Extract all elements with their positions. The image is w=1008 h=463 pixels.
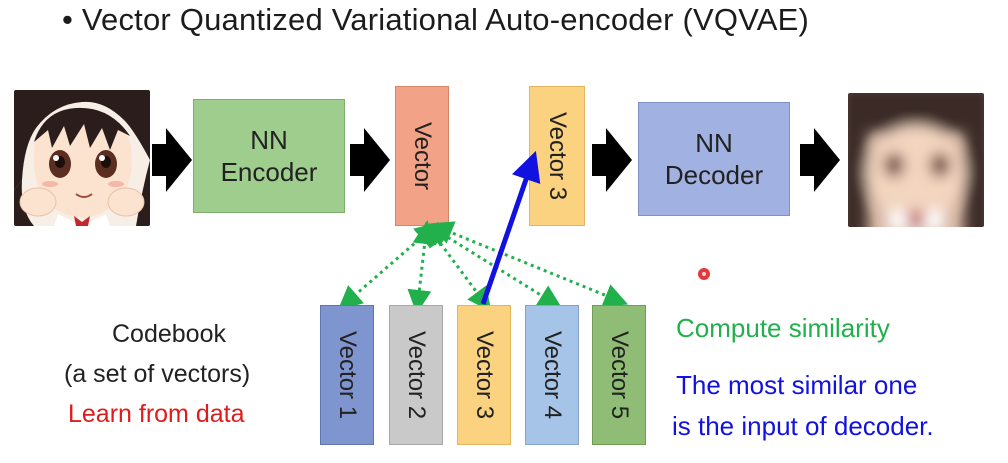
compute-similarity-note: Compute similarity bbox=[676, 313, 890, 343]
codebook-title: Codebook bbox=[112, 320, 226, 348]
input-image bbox=[14, 90, 150, 226]
codebook-vector-2-label: Vector 2 bbox=[403, 330, 430, 420]
nn-encoder-box: NN Encoder bbox=[193, 99, 345, 213]
codebook-vector-1: Vector 1 bbox=[320, 305, 374, 445]
nn-decoder-box: NN Decoder bbox=[638, 102, 790, 216]
selected-vector-label: Vector 3 bbox=[544, 111, 571, 201]
codebook-subtitle: (a set of vectors) bbox=[64, 360, 251, 388]
codebook-vector-3: Vector 3 bbox=[457, 305, 511, 445]
codebook-vector-5: Vector 5 bbox=[592, 305, 646, 445]
encoder-line1: NN bbox=[250, 124, 288, 155]
flow-arrow-icon bbox=[592, 128, 632, 192]
similarity-arrow-5 bbox=[428, 221, 629, 307]
selection-arrow bbox=[480, 150, 541, 305]
most-similar-note-line1: The most similar one bbox=[676, 370, 918, 400]
output-image bbox=[848, 93, 984, 227]
flow-arrow-icon bbox=[152, 128, 192, 192]
encoded-vector-label: Vector bbox=[409, 121, 436, 191]
decoder-line2: Decoder bbox=[664, 160, 764, 190]
similarity-arrow-1 bbox=[337, 222, 440, 310]
codebook-vector-1-label: Vector 1 bbox=[334, 330, 361, 420]
codebook-vector-4-label: Vector 4 bbox=[539, 330, 566, 420]
encoder-line2: Encoder bbox=[220, 157, 318, 187]
decoder-line1: NN bbox=[695, 127, 733, 158]
codebook-vector-3-label: Vector 3 bbox=[471, 330, 498, 420]
similarity-arrow-3 bbox=[424, 222, 492, 312]
codebook-vector-5-label: Vector 5 bbox=[606, 330, 633, 420]
learn-from-data-note: Learn from data bbox=[68, 400, 245, 428]
most-similar-note-line2: is the input of decoder. bbox=[672, 411, 934, 441]
flow-arrow-icon bbox=[800, 128, 840, 192]
encoded-vector-box: Vector bbox=[395, 86, 449, 226]
flow-arrow-icon bbox=[350, 128, 390, 192]
page-title: • Vector Quantized Variational Auto-enco… bbox=[62, 2, 810, 37]
codebook-vector-4: Vector 4 bbox=[525, 305, 579, 445]
similarity-arrow-2 bbox=[407, 220, 437, 314]
codebook-vector-2: Vector 2 bbox=[389, 305, 443, 445]
